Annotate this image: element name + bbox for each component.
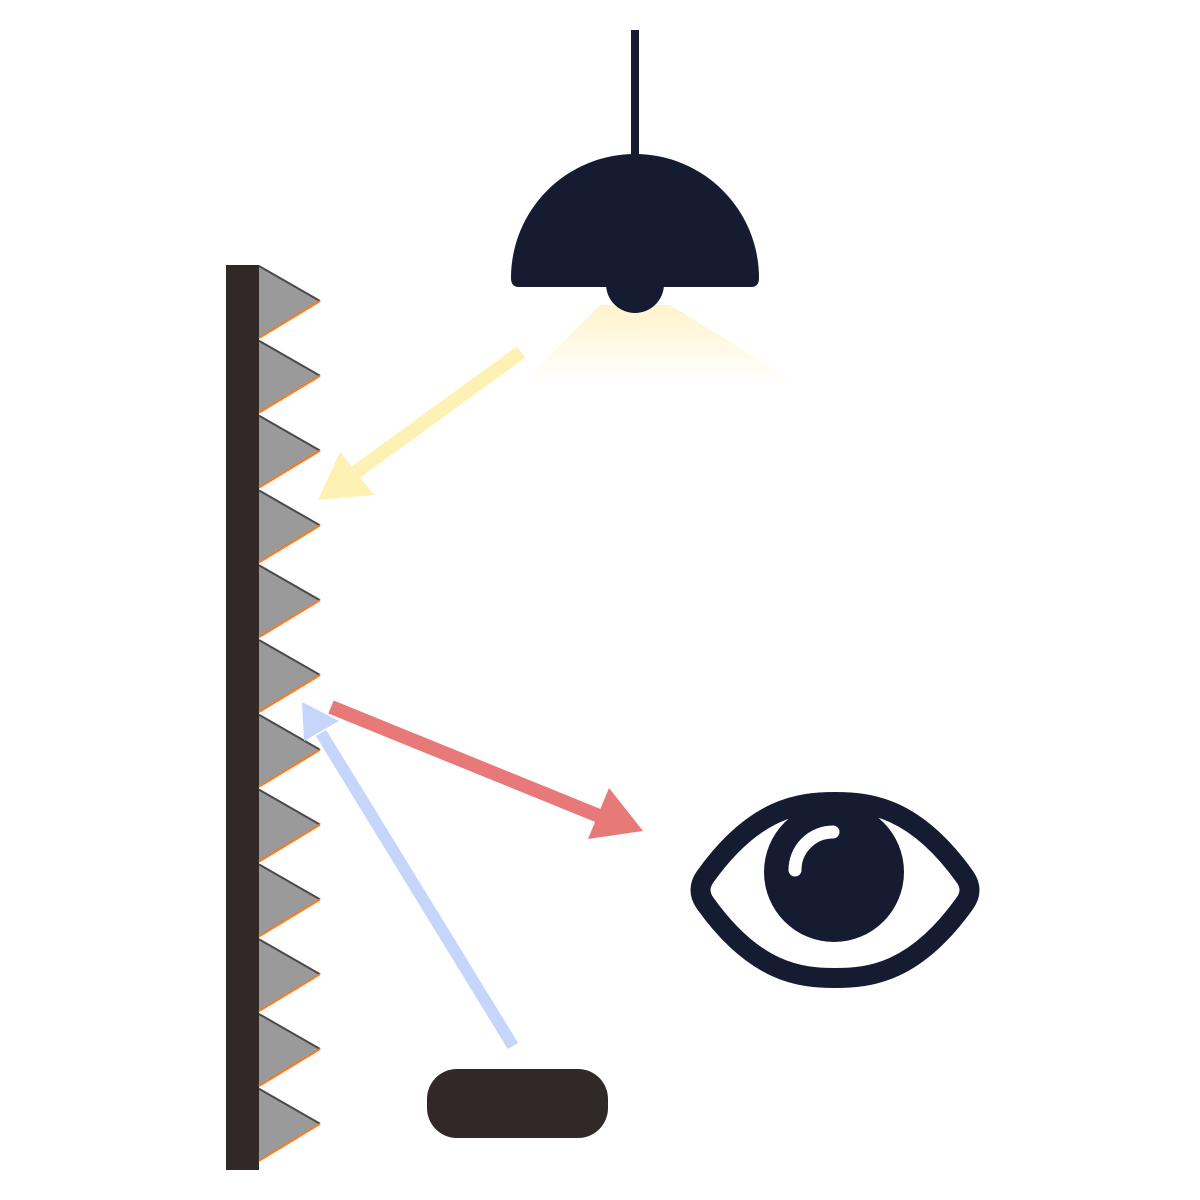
wall-to-eye-arrow — [328, 700, 643, 839]
lamp-glow — [520, 305, 800, 385]
wall-tooth — [258, 788, 321, 863]
wall-tooth — [258, 1087, 321, 1162]
serrated-wall — [226, 265, 321, 1170]
wall-tooth — [258, 863, 321, 938]
wall-tooth — [258, 1013, 321, 1087]
lamp-to-wall-arrow — [318, 346, 526, 500]
eye-icon — [690, 792, 980, 988]
wall-teeth — [258, 265, 321, 1162]
source-to-wall-arrow — [302, 702, 519, 1050]
wall-tooth — [258, 489, 321, 564]
wall-backing — [226, 265, 259, 1170]
wall-tooth — [258, 713, 321, 788]
eye-outline — [690, 792, 980, 988]
wall-tooth — [258, 414, 321, 489]
wall-tooth — [258, 339, 321, 414]
wall-tooth — [258, 564, 321, 639]
lamp-shade — [511, 154, 759, 287]
eye-pupil — [764, 802, 904, 942]
wall-tooth — [258, 639, 321, 713]
wall-tooth — [258, 938, 321, 1013]
lamp-bulb — [606, 255, 664, 313]
wall-tooth — [258, 265, 321, 339]
eye-highlight — [788, 825, 840, 877]
pendant-lamp-icon — [511, 30, 759, 313]
source-block — [427, 1069, 608, 1138]
